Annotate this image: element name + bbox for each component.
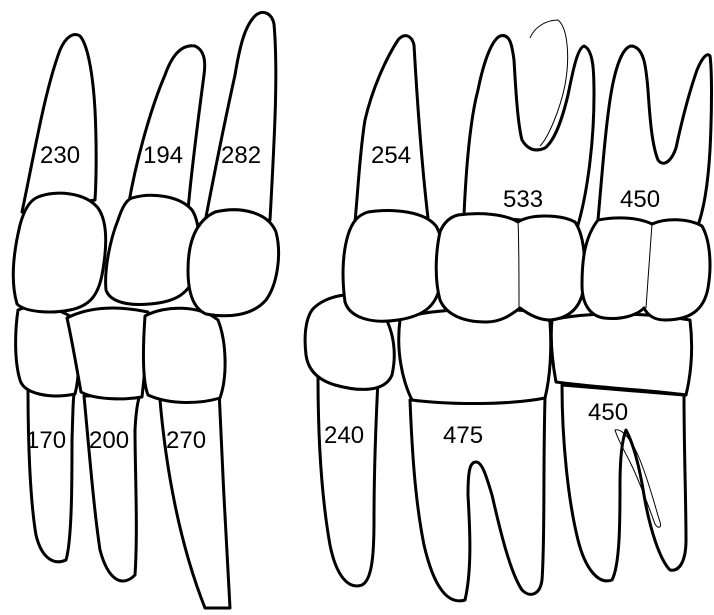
lower-second-molar-crown — [551, 314, 691, 395]
lower-first-molar-crown — [399, 309, 551, 403]
lower-second-premolar-root — [160, 390, 230, 608]
label-upper-lateral: 254 — [371, 142, 411, 169]
upper-lateral-root — [355, 36, 428, 222]
label-upper-second-molar: 450 — [620, 186, 660, 213]
label-lower-first-molar: 475 — [443, 422, 483, 449]
upper-first-molar-crown — [436, 214, 584, 322]
upper-canine-crown — [13, 193, 105, 312]
label-upper-canine: 230 — [40, 142, 80, 169]
lower-first-premolar-root — [84, 395, 140, 581]
upper-canine-root — [22, 35, 96, 212]
label-upper-first-molar: 533 — [503, 186, 543, 213]
lower-lateral-root — [318, 376, 378, 586]
upper-first-premolar-crown — [106, 195, 199, 304]
upper-lateral-crown — [343, 211, 442, 322]
lower-second-premolar-crown — [143, 308, 225, 402]
label-upper-first-premolar: 194 — [143, 142, 183, 169]
label-upper-second-premolar: 282 — [221, 142, 261, 169]
label-lower-second-molar: 450 — [588, 399, 628, 426]
upper-second-premolar-crown — [188, 210, 279, 316]
label-lower-canine: 170 — [26, 427, 66, 454]
lower-canine-root — [28, 390, 75, 562]
label-lower-lateral: 240 — [324, 422, 364, 449]
label-lower-first-premolar: 200 — [89, 427, 129, 454]
lower-first-premolar-crown — [67, 308, 148, 399]
upper-second-premolar-root — [205, 12, 276, 222]
label-lower-second-premolar: 270 — [166, 427, 206, 454]
upper-first-premolar-root — [128, 46, 205, 210]
